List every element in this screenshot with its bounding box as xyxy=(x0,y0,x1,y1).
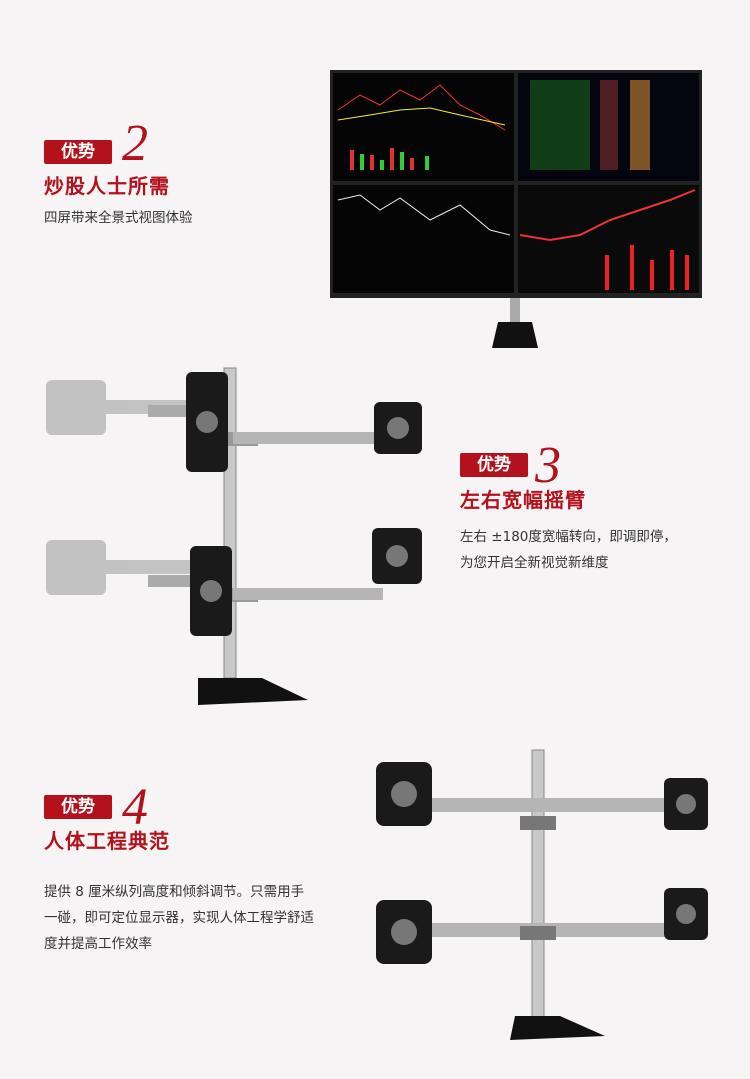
advantage-desc-3: 左右 ±180度宽幅转向，即调即停， 为您开启全新视觉新维度 xyxy=(460,524,677,576)
desc-line: 一碰，即可定位显示器，实现人体工程学舒适 xyxy=(44,910,314,926)
advantage-number-2: 2 xyxy=(122,115,148,172)
advantage-title-2: 炒股人士所需 xyxy=(44,174,170,198)
advantage-badge-2: 优势 xyxy=(44,140,112,164)
six-arm-stand-image xyxy=(376,749,708,1040)
advantage-number-4: 4 xyxy=(122,779,148,836)
advantage-desc-4: 提供 8 厘米纵列高度和倾斜调节。只需用手 一碰，即可定位显示器，实现人体工程学… xyxy=(44,879,314,957)
advantage-badge-3: 优势 xyxy=(460,453,528,477)
advantage-desc-2: 四屏带来全景式视图体验 xyxy=(44,205,193,231)
desc-line: 度并提高工作效率 xyxy=(44,936,152,952)
swing-arm-stand-image xyxy=(46,367,422,705)
advantage-title-3: 左右宽幅摇臂 xyxy=(460,488,586,512)
advantage-badge-4: 优势 xyxy=(44,795,112,819)
advantage-title-4: 人体工程典范 xyxy=(44,829,170,853)
quad-monitor-stock-screens-image xyxy=(330,70,702,348)
advantage-number-3: 3 xyxy=(535,437,561,494)
desc-line: 左右 ±180度宽幅转向，即调即停， xyxy=(460,529,677,545)
desc-line: 提供 8 厘米纵列高度和倾斜调节。只需用手 xyxy=(44,884,305,900)
desc-line: 四屏带来全景式视图体验 xyxy=(44,210,193,226)
desc-line: 为您开启全新视觉新维度 xyxy=(460,555,609,571)
